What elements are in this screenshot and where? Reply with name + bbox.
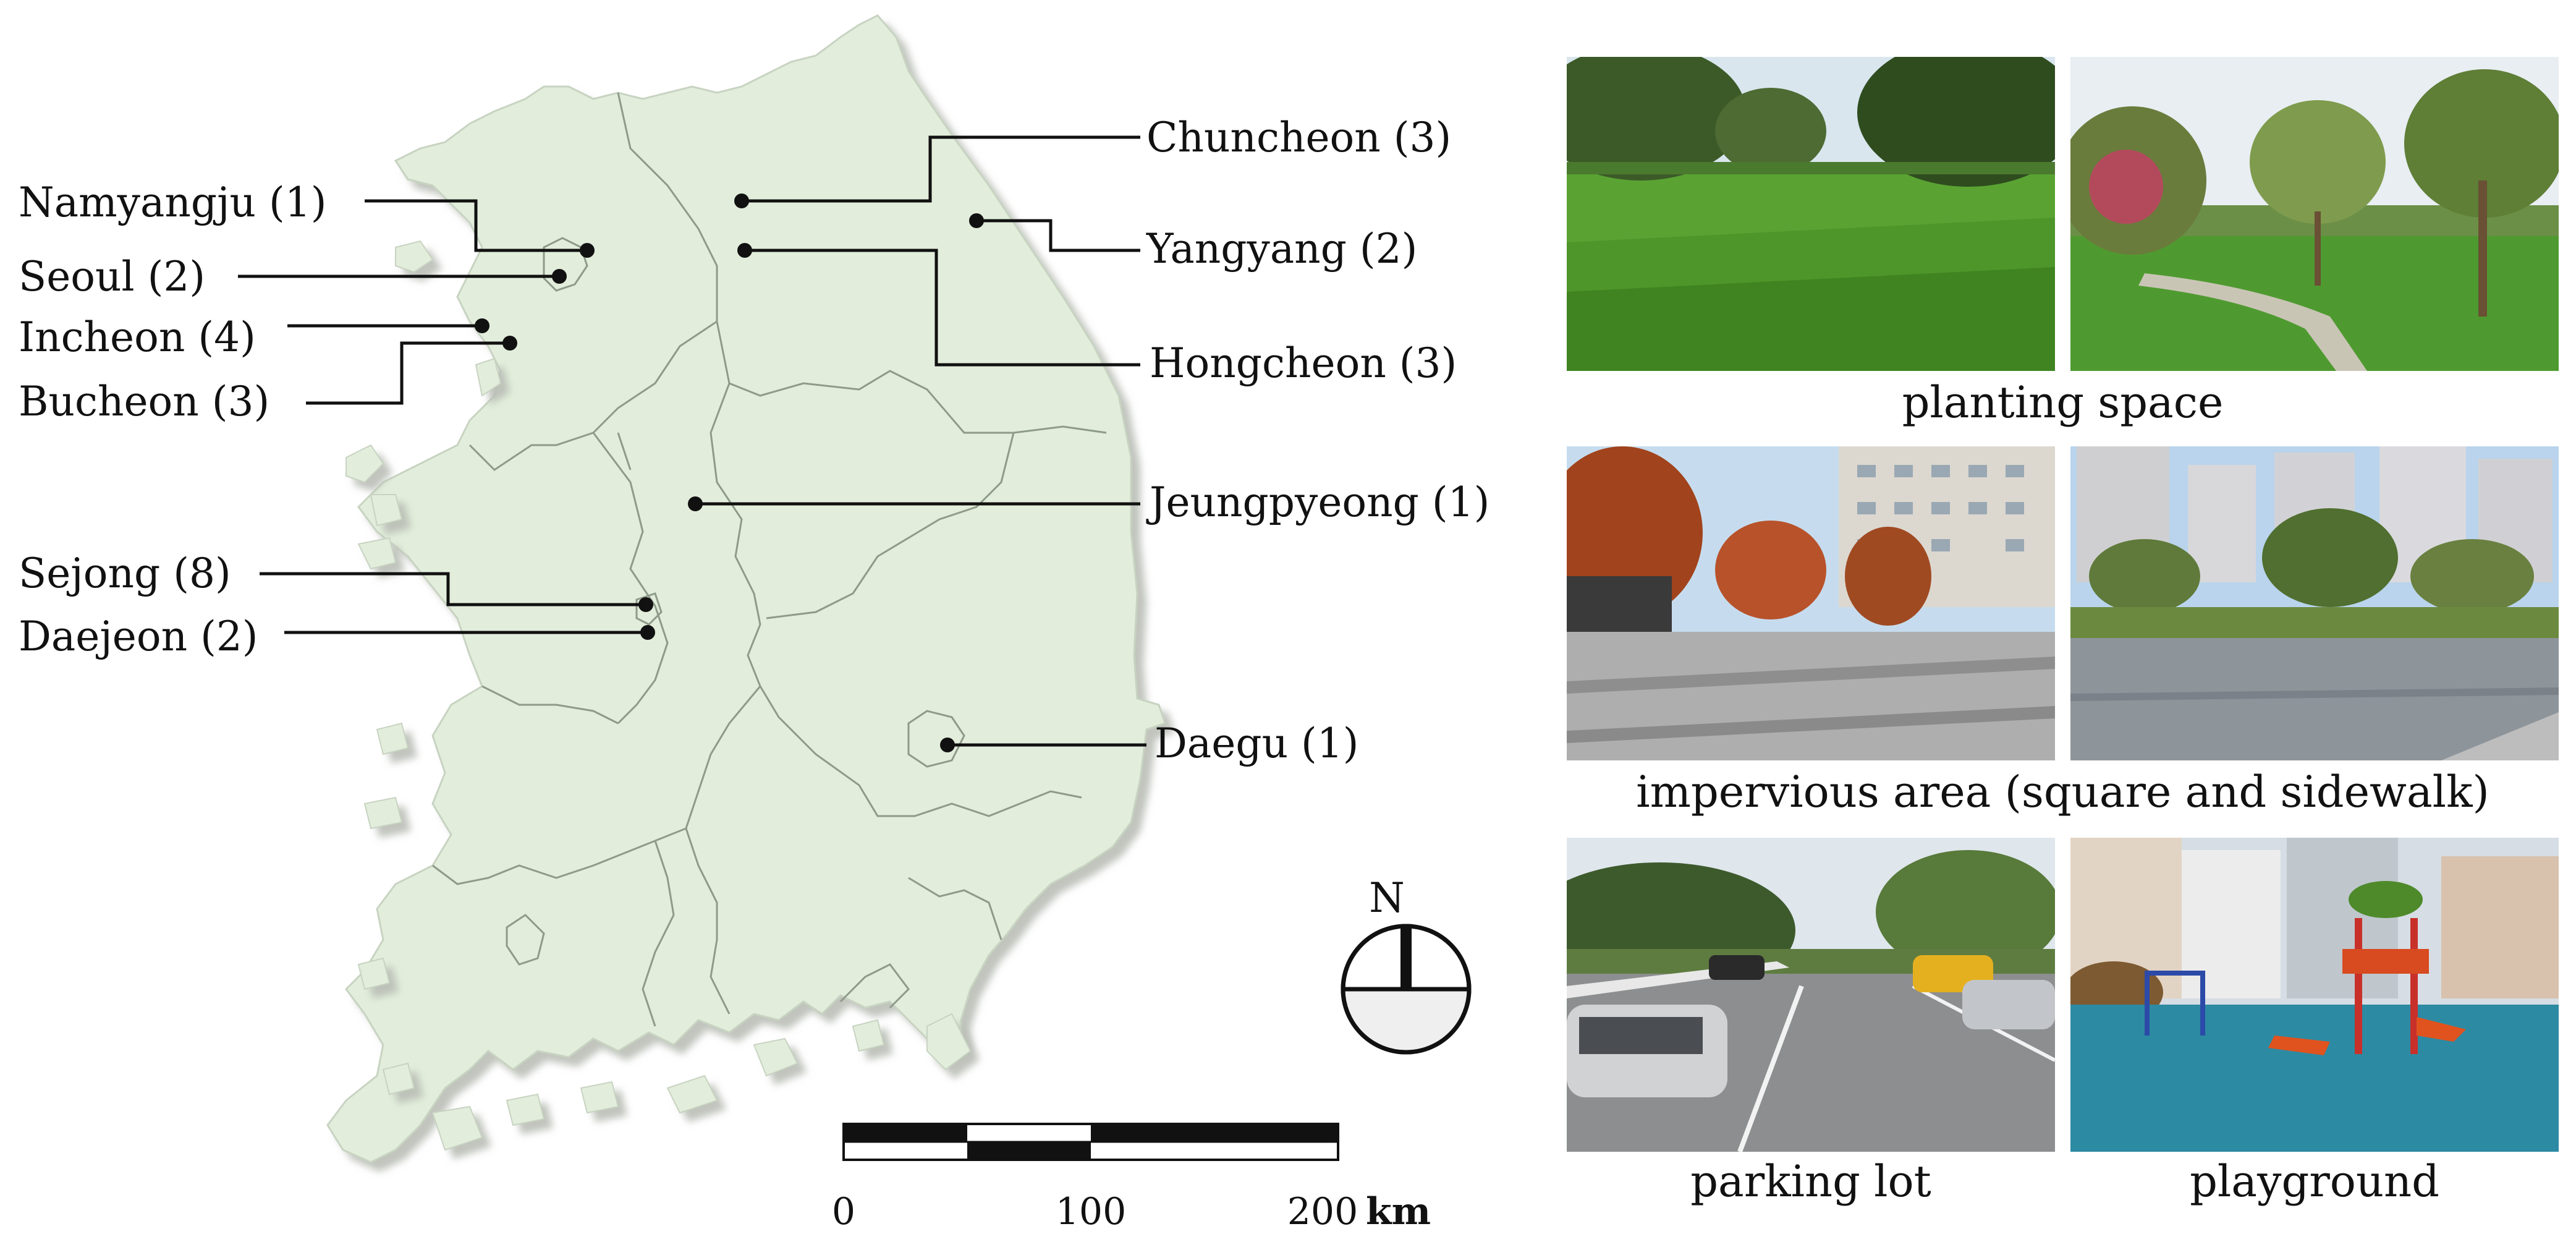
photo-parking-lot	[1567, 838, 2055, 1152]
marker-jeungpyeong	[688, 496, 703, 511]
marker-seoul	[552, 269, 567, 284]
label-daejeon: Daejeon (2)	[19, 613, 258, 660]
scale-tick-0: 0	[832, 1190, 855, 1233]
marker-incheon	[475, 318, 489, 333]
marker-namyangju	[580, 243, 595, 258]
photo-impervious-square	[1567, 446, 2055, 760]
label-sejong: Sejong (8)	[19, 550, 231, 597]
caption-impervious-area: impervious area (square and sidewalk)	[1636, 767, 2489, 817]
photo-impervious-sidewalk	[2070, 446, 2559, 760]
city-markers	[475, 194, 984, 752]
leader-hongcheon	[745, 249, 1140, 367]
korea-mainland	[326, 14, 1166, 1164]
label-seoul: Seoul (2)	[19, 253, 205, 300]
leader-namyangju	[365, 199, 587, 252]
caption-playground: playground	[2190, 1156, 2439, 1207]
city-labels: Chuncheon (3) Yangyang (2) Hongcheon (3)…	[19, 114, 1489, 767]
marker-yangyang	[969, 213, 984, 228]
leader-chuncheon	[742, 135, 1140, 203]
north-compass: N	[1341, 874, 1472, 1055]
marker-daegu	[940, 738, 955, 752]
marker-sejong	[638, 597, 653, 612]
marker-bucheon	[502, 336, 517, 351]
label-chuncheon: Chuncheon (3)	[1146, 114, 1451, 161]
label-hongcheon: Hongcheon (3)	[1150, 339, 1457, 387]
photo-planting-lawn	[1567, 57, 2055, 371]
label-incheon: Incheon (4)	[19, 313, 256, 361]
scale-unit: km	[1366, 1190, 1431, 1233]
korea-map: Chuncheon (3) Yangyang (2) Hongcheon (3)…	[19, 14, 1489, 1233]
scale-tick-100: 100	[1056, 1190, 1127, 1233]
label-bucheon: Bucheon (3)	[19, 378, 269, 425]
compass-north-label: N	[1369, 874, 1405, 922]
leader-lines	[238, 135, 1146, 747]
leader-bucheon	[306, 341, 510, 405]
islands	[345, 240, 972, 1151]
photo-planting-trees	[2070, 57, 2559, 371]
leader-sejong	[260, 572, 646, 606]
leader-yangyang	[977, 219, 1140, 252]
province-borders	[432, 92, 1107, 1027]
marker-daejeon	[640, 625, 655, 640]
label-daegu: Daegu (1)	[1155, 720, 1359, 767]
caption-planting-space: planting space	[1902, 377, 2224, 428]
scale-tick-200: 200	[1287, 1190, 1358, 1233]
marker-hongcheon	[737, 243, 752, 258]
photo-playground	[2070, 838, 2559, 1152]
caption-parking-lot: parking lot	[1690, 1156, 1931, 1207]
marker-chuncheon	[734, 194, 749, 208]
label-yangyang: Yangyang (2)	[1146, 225, 1417, 273]
label-jeungpyeong: Jeungpyeong (1)	[1146, 479, 1489, 526]
scale-bar: 0 100 200 km	[832, 1123, 1431, 1233]
label-namyangju: Namyangju (1)	[19, 179, 327, 226]
